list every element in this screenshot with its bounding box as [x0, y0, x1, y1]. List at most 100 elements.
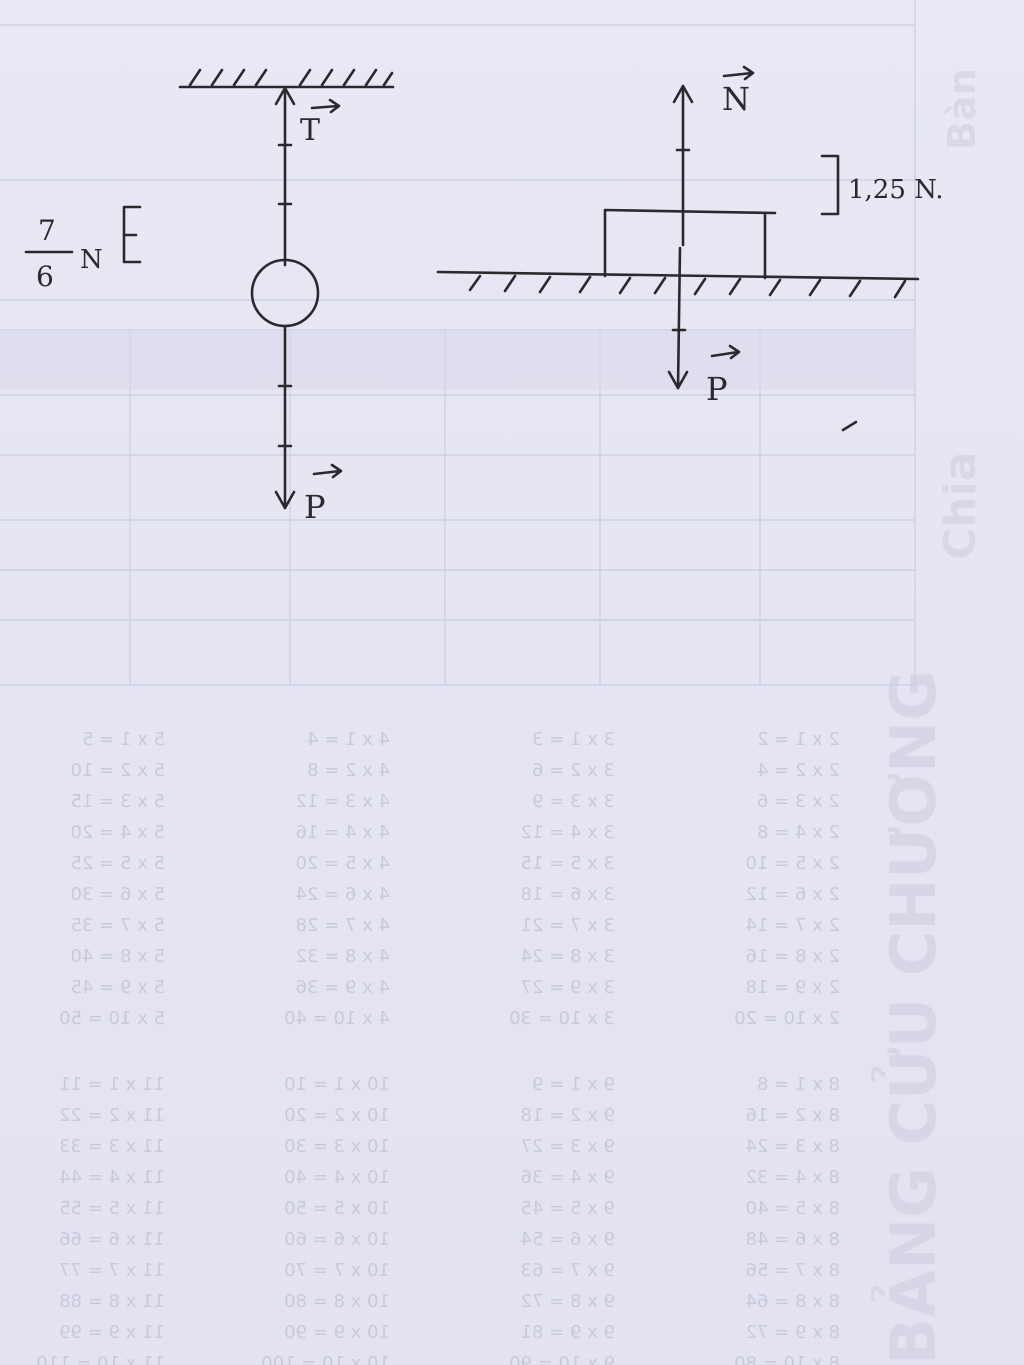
ghost-table-row: 11 x 7 = 77 [59, 1260, 165, 1281]
ghost-table-row: 5 x 10 = 50 [59, 1008, 165, 1029]
ghost-table-row: 8 x 7 = 56 [746, 1260, 840, 1281]
ghost-table-row: 10 x 6 = 60 [284, 1229, 390, 1250]
ghost-table-row: 4 x 8 = 32 [296, 946, 390, 967]
ghost-table-row: 9 x 1 = 9 [532, 1074, 615, 1095]
ghost-table-row: 2 x 7 = 14 [746, 915, 840, 936]
ceiling-hatching [188, 68, 394, 87]
ghost-table-row: 10 x 3 = 30 [284, 1136, 390, 1157]
ghost-table-row: 9 x 10 = 90 [509, 1353, 615, 1365]
right-weight-vector-line [676, 246, 682, 390]
ghost-table-row: 4 x 9 = 36 [296, 977, 390, 998]
ghost-table-row: 11 x 1 = 11 [59, 1074, 165, 1095]
ghost-table-row: 11 x 4 = 44 [59, 1167, 165, 1188]
right-scale-bracket [820, 154, 840, 216]
ghost-top-side-text: Bàn [940, 68, 984, 150]
ghost-table-row: 5 x 9 = 45 [71, 977, 165, 998]
ghost-table-row: 10 x 10 = 100 [261, 1353, 390, 1365]
ghost-table-row: 3 x 10 = 30 [509, 1008, 615, 1029]
left-weight-label-arrow-icon [312, 463, 343, 479]
ghost-table-row: 5 x 3 = 15 [71, 791, 165, 812]
ghost-table-row: 5 x 7 = 35 [71, 915, 165, 936]
ghost-table-row: 10 x 4 = 40 [284, 1167, 390, 1188]
ghost-table-row: 3 x 6 = 18 [521, 884, 615, 905]
ghost-brand-text: BẢNG CỬU CHƯƠNG [871, 670, 950, 1365]
ghost-table-row: 5 x 4 = 20 [71, 822, 165, 843]
normal-arrowhead [672, 84, 694, 104]
ghost-table-row: 2 x 6 = 12 [746, 884, 840, 905]
ghost-table-row: 5 x 6 = 30 [71, 884, 165, 905]
ghost-table-row: 3 x 4 = 12 [521, 822, 615, 843]
ghost-table-row: 10 x 5 = 50 [284, 1198, 390, 1219]
ghost-table-row: 11 x 8 = 88 [59, 1291, 165, 1312]
normal-label-arrow-icon [722, 65, 755, 81]
ghost-table-row: 11 x 5 = 55 [59, 1198, 165, 1219]
ghost-table-row: 10 x 1 = 10 [284, 1074, 390, 1095]
ghost-table-row: 2 x 1 = 2 [757, 729, 840, 750]
scale-bracket [122, 205, 142, 264]
ghost-table-row: 4 x 4 = 16 [296, 822, 390, 843]
right-weight-label-arrow-icon [710, 344, 741, 360]
ghost-table-row: 8 x 10 = 80 [734, 1353, 840, 1365]
ghost-table-row: 11 x 2 = 22 [59, 1105, 165, 1126]
ghost-table-row: 9 x 6 = 54 [521, 1229, 615, 1250]
floor-hatching [468, 274, 907, 299]
ghost-table-row: 4 x 7 = 28 [296, 915, 390, 936]
tension-label-arrow-icon [310, 98, 341, 114]
ghost-table-row: 2 x 8 = 16 [746, 946, 840, 967]
floor-line [436, 270, 920, 281]
ghost-table-row: 3 x 7 = 21 [521, 915, 615, 936]
weight-arrowhead [274, 490, 296, 510]
ghost-table-row: 9 x 5 = 45 [521, 1198, 615, 1219]
ghost-table-row: 10 x 8 = 80 [284, 1291, 390, 1312]
block-on-floor-diagram: N P 1,25 N. [436, 65, 944, 432]
tension-label: T [300, 113, 320, 148]
ghost-table-row: 3 x 5 = 15 [521, 853, 615, 874]
ghost-table-row: 5 x 8 = 40 [71, 946, 165, 967]
ghost-table-row: 3 x 9 = 27 [521, 977, 615, 998]
ghost-table-row: 8 x 8 = 64 [746, 1291, 840, 1312]
ghost-table-row: 3 x 2 = 6 [532, 760, 615, 781]
block [603, 208, 777, 280]
scale-unit: N [80, 245, 103, 275]
ghost-table-row: 3 x 3 = 9 [532, 791, 615, 812]
scale-denominator: 6 [36, 260, 54, 293]
ghost-side-text: Chia [935, 452, 986, 560]
ghost-table-row: 8 x 6 = 48 [746, 1229, 840, 1250]
ghost-table-row: 8 x 5 = 40 [746, 1198, 840, 1219]
ghost-table-row: 2 x 9 = 18 [746, 977, 840, 998]
ghost-table-row: 9 x 4 = 36 [521, 1167, 615, 1188]
ghost-table-row: 2 x 4 = 8 [757, 822, 840, 843]
ghost-table-row: 2 x 5 = 10 [746, 853, 840, 874]
ghost-table-row: 8 x 2 = 16 [746, 1105, 840, 1126]
ghost-table-row: 5 x 2 = 10 [71, 760, 165, 781]
scale-numerator: 7 [38, 214, 56, 247]
ghost-multiplication-tables: 2 x 1 = 22 x 2 = 42 x 3 = 62 x 4 = 82 x … [36, 729, 840, 1365]
ghost-table-row: 8 x 1 = 8 [757, 1074, 840, 1095]
ghost-table-row: 5 x 5 = 25 [71, 853, 165, 874]
right-weight-arrowhead [667, 370, 689, 390]
ghost-table-row: 4 x 1 = 4 [307, 729, 390, 750]
ghost-table-row: 3 x 8 = 24 [521, 946, 615, 967]
ghost-table-row: 11 x 6 = 66 [59, 1229, 165, 1250]
ghost-table-row: 8 x 9 = 72 [746, 1322, 840, 1343]
right-scale-label: 1,25 N. [848, 175, 944, 205]
ghost-table-row: 11 x 10 = 110 [36, 1353, 165, 1365]
ghost-table-row: 10 x 9 = 90 [284, 1322, 390, 1343]
left-weight-label: P [304, 488, 326, 526]
ghost-table-row: 9 x 8 = 72 [521, 1291, 615, 1312]
stray-pen-mark [841, 420, 858, 432]
ghost-table-row: 10 x 7 = 70 [284, 1260, 390, 1281]
ghost-table-row: 5 x 1 = 5 [82, 729, 165, 750]
ghost-table-row: 11 x 9 = 99 [59, 1322, 165, 1343]
normal-label: N [722, 80, 750, 118]
ghost-table-row: 2 x 3 = 6 [757, 791, 840, 812]
ghost-table-row: 8 x 3 = 24 [746, 1136, 840, 1157]
tension-arrowhead [274, 86, 296, 106]
ghost-table-row: 3 x 1 = 3 [532, 729, 615, 750]
ghost-table-row: 4 x 6 = 24 [296, 884, 390, 905]
ball [250, 258, 320, 328]
ghost-table-row: 10 x 2 = 20 [284, 1105, 390, 1126]
ghost-table-row: 4 x 2 = 8 [307, 760, 390, 781]
hanging-ball-diagram: T P 7 6 N [24, 68, 395, 526]
